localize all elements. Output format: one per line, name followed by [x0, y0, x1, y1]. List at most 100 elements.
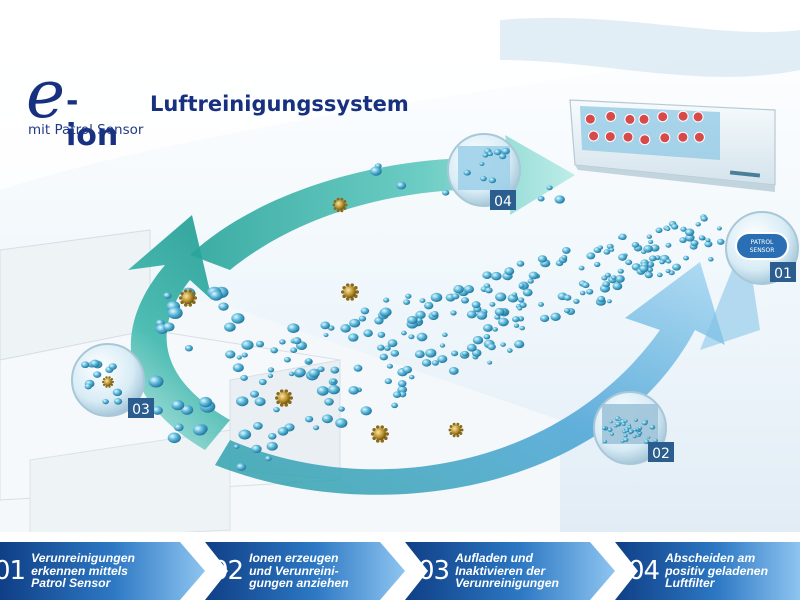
- ion-particle: [408, 374, 415, 380]
- ion-particle: [148, 375, 164, 388]
- ion-particle: [290, 347, 298, 354]
- ion-particle: [348, 386, 360, 395]
- ion-particle: [330, 366, 340, 374]
- ac-filter-charges: [584, 110, 705, 146]
- ion-particle: [233, 444, 240, 449]
- ion-particle: [573, 298, 580, 304]
- ion-particle: [180, 404, 194, 415]
- brand-e-logo: e: [26, 56, 66, 133]
- ion-particle: [224, 322, 236, 332]
- ion-particle: [479, 161, 485, 166]
- ion-particle: [483, 334, 491, 340]
- ion-particle: [625, 259, 633, 266]
- ion-particle: [408, 334, 415, 340]
- ion-particle: [305, 415, 314, 423]
- ion-particle: [506, 348, 513, 353]
- ion-particle: [633, 428, 637, 432]
- ion-particle: [665, 226, 671, 231]
- pollutant-particle: [275, 389, 294, 407]
- ion-particle: [390, 349, 400, 357]
- ion-particle: [240, 374, 248, 381]
- ion-particle: [461, 297, 469, 304]
- ion-stream: [148, 160, 741, 471]
- ion-particle: [627, 425, 632, 429]
- ion-particle: [236, 462, 247, 471]
- ion-particle: [472, 336, 484, 345]
- badge-number-03: 03: [132, 402, 150, 418]
- ion-particle: [716, 238, 725, 245]
- ion-particle: [324, 397, 334, 406]
- ion-particle: [665, 268, 671, 274]
- sensor-label-line2: SENSOR: [750, 247, 775, 254]
- step-01-text: Verunreinigungen erkennen mittels Patrol…: [31, 551, 135, 591]
- ion-particle: [81, 361, 90, 369]
- ion-particle: [397, 380, 407, 388]
- ion-particle: [476, 311, 488, 320]
- ion-particle: [268, 432, 277, 440]
- flow-arrow-left: [128, 215, 230, 450]
- ion-particle: [294, 367, 306, 377]
- step-04-number: 04: [628, 556, 660, 586]
- ion-particle: [241, 352, 248, 358]
- ion-particle: [419, 298, 426, 303]
- ion-particle: [641, 420, 648, 426]
- positive-charge-dot: [659, 132, 671, 144]
- ion-particle: [540, 314, 550, 323]
- ion-particle: [494, 314, 501, 320]
- positive-charge-dot: [605, 110, 617, 122]
- ion-particle: [492, 327, 499, 332]
- ion-particle: [163, 322, 175, 332]
- ion-particle: [461, 350, 469, 357]
- ion-particle: [487, 151, 494, 157]
- ion-particle: [471, 349, 482, 357]
- ion-particle: [487, 360, 493, 365]
- ion-particle: [403, 299, 411, 305]
- ion-particle: [258, 378, 267, 386]
- ion-particle: [653, 438, 658, 443]
- ion-particle: [615, 274, 625, 283]
- ion-particle: [360, 406, 372, 416]
- ion-particle: [292, 337, 302, 345]
- ion-particle: [512, 316, 520, 323]
- brand-ion: -ion: [66, 84, 119, 153]
- ion-particle: [349, 318, 361, 328]
- ion-particle: [685, 234, 695, 242]
- ion-particle: [383, 297, 390, 303]
- ion-particle: [482, 271, 492, 280]
- ion-particle: [594, 261, 601, 267]
- ion-particle: [603, 440, 608, 444]
- ion-particle: [231, 313, 245, 324]
- ion-particle: [514, 340, 525, 349]
- pollutant-particle: [332, 197, 348, 213]
- ion-particle: [631, 241, 640, 248]
- ion-particle: [305, 358, 312, 364]
- ion-particle: [517, 297, 525, 303]
- ion-particle: [363, 329, 373, 338]
- ion-particle: [649, 424, 656, 430]
- ion-particle: [679, 237, 687, 244]
- ion-particle: [716, 226, 722, 231]
- ion-particle: [437, 355, 448, 364]
- flow-arrow-bottom: [215, 262, 725, 495]
- ion-particle: [491, 271, 502, 281]
- step-arrows: [0, 542, 800, 600]
- ion-particle: [639, 264, 649, 273]
- ion-particle: [489, 302, 496, 307]
- ion-particle: [522, 288, 533, 297]
- detail-badge-04: 04: [447, 133, 521, 210]
- ion-particle: [321, 414, 333, 424]
- ion-particle: [218, 302, 229, 311]
- ion-particle: [562, 246, 571, 254]
- sensor-label-line1: PATROL: [751, 239, 774, 246]
- ion-particle: [114, 398, 123, 405]
- badge-number-01: 01: [774, 266, 792, 282]
- ion-particle: [430, 292, 443, 303]
- ion-particle: [384, 345, 391, 351]
- ion-particle: [501, 147, 510, 155]
- ion-particle: [705, 238, 711, 243]
- detail-badge-01: PATROL SENSOR 01: [725, 211, 799, 285]
- step-01-number: 01: [0, 556, 26, 586]
- ion-particle: [283, 356, 291, 363]
- ion-particle: [550, 312, 561, 321]
